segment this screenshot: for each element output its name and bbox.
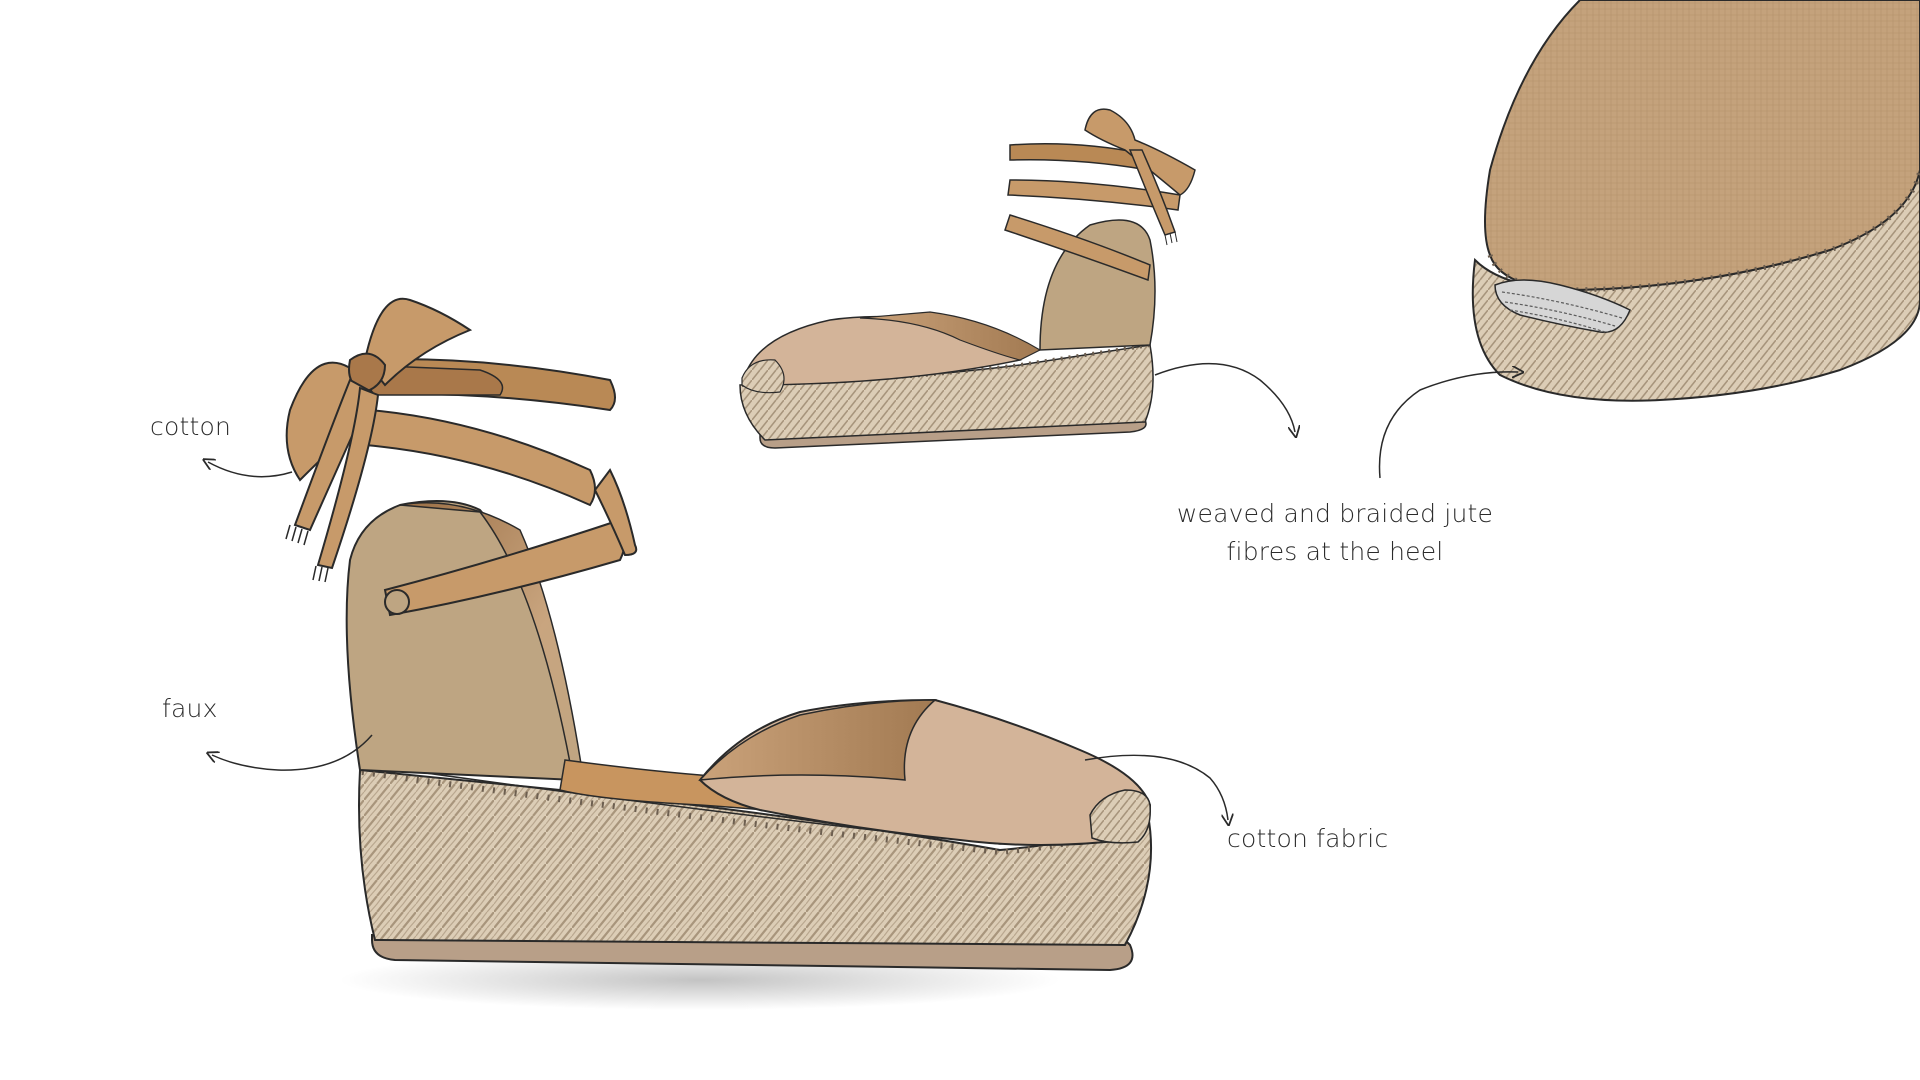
side-espadrille	[739, 108, 1196, 449]
main-bow-tail-2	[316, 386, 380, 570]
side-heel-counter	[1039, 219, 1156, 351]
side-toe-opening	[859, 311, 1042, 361]
main-ribbon-wrap-1	[593, 468, 638, 557]
arrow-cotton	[208, 462, 293, 478]
closeup-stitch-patch	[1494, 279, 1631, 334]
arrow-side-shoe	[1154, 362, 1295, 432]
main-ribbon-fringe	[285, 524, 329, 583]
main-ribbon-wrap-2	[363, 408, 596, 507]
main-eyelet	[384, 589, 410, 615]
main-toe-cap	[1089, 789, 1151, 844]
label-jute-fibres: weaved and braided jute fibres at the he…	[1160, 495, 1510, 571]
label-jute-line-2: fibres at the heel	[1226, 537, 1444, 566]
arrow-faux	[212, 734, 373, 771]
label-faux: faux	[162, 694, 218, 723]
side-toe-cap	[741, 359, 785, 394]
label-cotton: cotton	[150, 412, 231, 441]
label-cotton-fabric: cotton fabric	[1227, 824, 1389, 853]
main-toe-opening	[698, 699, 938, 781]
annotation-arrows	[208, 362, 1519, 820]
side-ribbon-2	[1007, 179, 1181, 211]
arrow-cotton-fabric	[1084, 754, 1228, 820]
side-ribbon-1	[1004, 214, 1151, 282]
main-espadrille	[285, 297, 1153, 1010]
heel-closeup	[1471, 0, 1920, 402]
main-bow-top	[363, 297, 473, 387]
main-heel-inner	[399, 502, 586, 791]
arrow-closeup	[1378, 372, 1519, 479]
label-jute-line-1: weaved and braided jute	[1176, 499, 1494, 528]
